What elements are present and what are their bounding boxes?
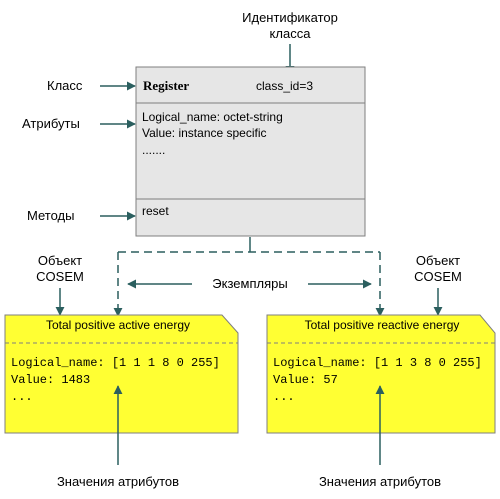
object-reactive-energy: Total positive reactive energy Logical_n… — [266, 314, 496, 434]
object-active-energy: Total positive active energy Logical_nam… — [4, 314, 239, 434]
object-title: Total positive reactive energy — [305, 318, 460, 332]
label-values-right: Значения атрибутов — [319, 474, 441, 489]
attribute-value: Value: instance specific — [142, 126, 267, 140]
attribute-more: ....... — [142, 143, 165, 157]
object-logical-name: Logical_name: [1 1 1 8 0 255] — [11, 356, 220, 370]
method-reset: reset — [142, 204, 169, 218]
label-cosem-right-line2: COSEM — [414, 269, 462, 284]
class-id-caption: Идентификатор — [242, 10, 338, 25]
label-class: Класс — [47, 78, 83, 93]
label-attributes: Атрибуты — [22, 116, 80, 131]
label-methods: Методы — [27, 208, 74, 223]
label-cosem-left: Объект — [38, 253, 82, 268]
label-values-left: Значения атрибутов — [57, 474, 179, 489]
class-id-caption-line2: класса — [270, 26, 312, 41]
object-more: ... — [11, 390, 33, 404]
object-value: Value: 57 — [273, 373, 338, 387]
object-more: ... — [273, 390, 295, 404]
class-id-value: class_id=3 — [256, 79, 313, 93]
class-register-box: Register class_id=3 Logical_name: octet-… — [135, 66, 366, 237]
object-logical-name: Logical_name: [1 1 3 8 0 255] — [273, 356, 482, 370]
label-instances: Экземпляры — [212, 276, 287, 291]
instance-connector — [113, 237, 385, 317]
attribute-logical-name: Logical_name: octet-string — [142, 110, 283, 124]
object-title: Total positive active energy — [46, 318, 190, 332]
object-value: Value: 1483 — [11, 373, 90, 387]
class-name: Register — [143, 78, 189, 93]
label-cosem-left-line2: COSEM — [36, 269, 84, 284]
label-cosem-right: Объект — [416, 253, 460, 268]
